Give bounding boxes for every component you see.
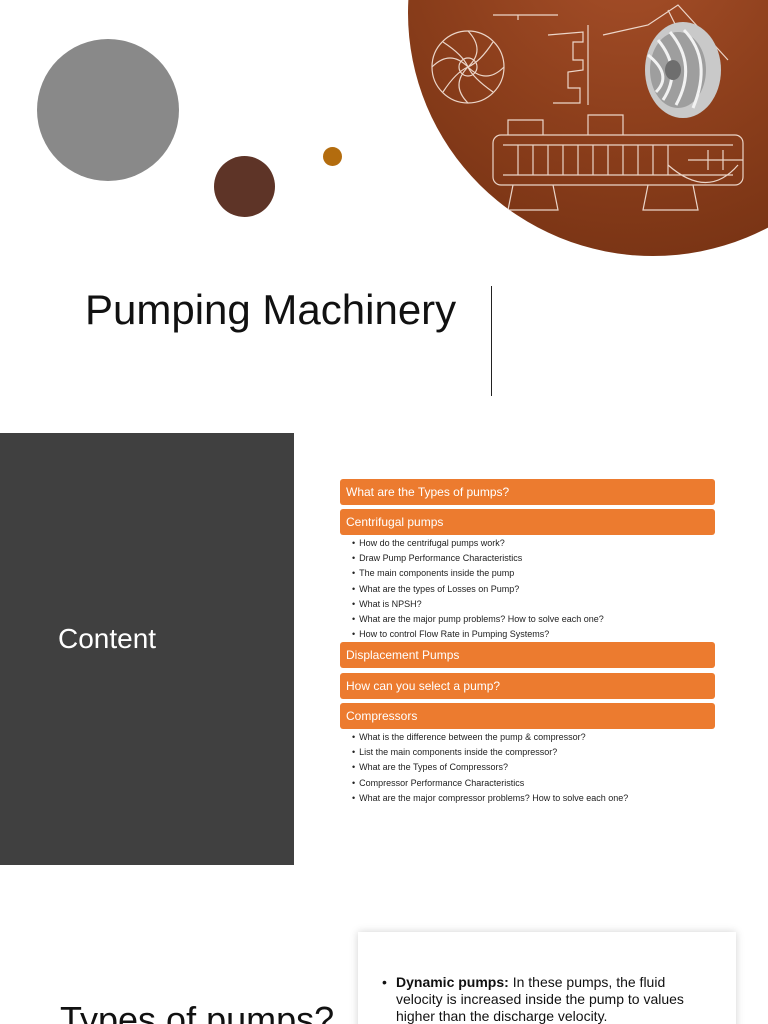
- list-item: What is NPSH?: [352, 597, 604, 612]
- section-bar-compressors: Compressors: [340, 703, 715, 729]
- list-item: What is the difference between the pump …: [352, 730, 628, 745]
- bullet-term: Dynamic pumps:: [396, 974, 509, 990]
- list-item: How do the centrifugal pumps work?: [352, 536, 604, 551]
- section-bar-selection: How can you select a pump?: [340, 673, 715, 699]
- turbine-impeller-graphic: [645, 22, 721, 118]
- types-of-pumps-slide: Types of pumps? • Dynamic pumps: In thes…: [0, 905, 768, 1024]
- list-item: What are the Types of Compressors?: [352, 760, 628, 775]
- section-bar-displacement: Displacement Pumps: [340, 642, 715, 668]
- bullet-paragraph: • Dynamic pumps: In these pumps, the flu…: [382, 974, 706, 1024]
- decorative-gold-circle: [323, 147, 342, 166]
- list-item: How to control Flow Rate in Pumping Syst…: [352, 627, 604, 642]
- content-slide: Content What are the Types of pumps? Cen…: [0, 433, 768, 865]
- text-card: • Dynamic pumps: In these pumps, the flu…: [358, 932, 736, 1024]
- list-item: What are the major compressor problems? …: [352, 791, 628, 806]
- section-bar-types: What are the Types of pumps?: [340, 479, 715, 505]
- bullet-icon: •: [382, 974, 387, 990]
- pump-drawing-image: [408, 0, 768, 256]
- list-item: The main components inside the pump: [352, 566, 604, 581]
- centrifugal-topic-list: How do the centrifugal pumps work? Draw …: [352, 536, 604, 642]
- bullet-text: In these pumps, the fluid velocity is in…: [396, 974, 684, 1024]
- title-divider: [491, 286, 492, 396]
- list-item: Draw Pump Performance Characteristics: [352, 551, 604, 566]
- content-heading: Content: [58, 623, 157, 654]
- decorative-brown-circle: [214, 156, 275, 217]
- title-slide: Pumping Machinery: [0, 0, 768, 400]
- decorative-gray-circle: [37, 39, 179, 181]
- list-item: List the main components inside the comp…: [352, 745, 628, 760]
- slide-title: Types of pumps?: [60, 999, 335, 1024]
- section-bar-centrifugal: Centrifugal pumps: [340, 509, 715, 535]
- pump-drawing-illustration: [431, 4, 744, 211]
- presentation-title: Pumping Machinery: [85, 286, 457, 333]
- content-side-panel: Content: [0, 433, 294, 865]
- compressor-topic-list: What is the difference between the pump …: [352, 730, 628, 806]
- list-item: What are the types of Losses on Pump?: [352, 582, 604, 597]
- list-item: What are the major pump problems? How to…: [352, 612, 604, 627]
- list-item: Compressor Performance Characteristics: [352, 776, 628, 791]
